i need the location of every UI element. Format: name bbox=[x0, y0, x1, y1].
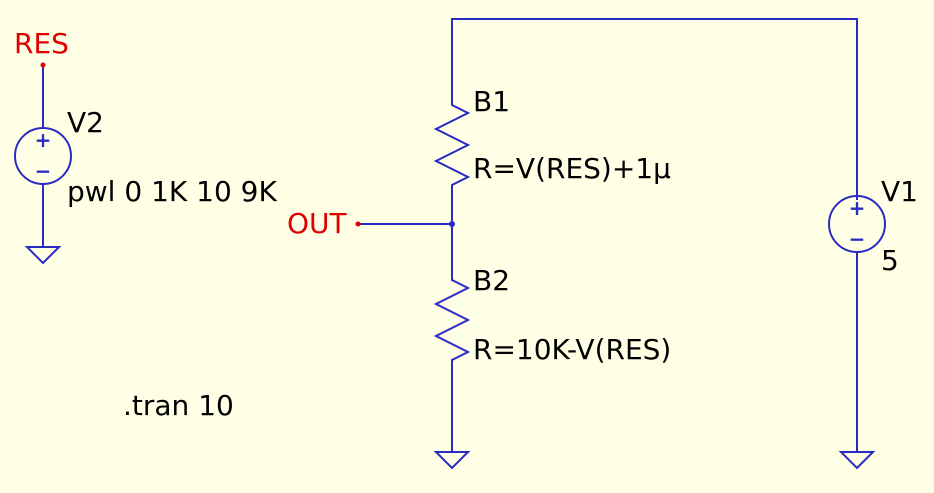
v2-minus-sign: − bbox=[35, 159, 52, 183]
net-flag-out-dot bbox=[355, 221, 361, 227]
v2-plus-sign: + bbox=[35, 128, 52, 152]
net-label-res[interactable]: RES bbox=[14, 27, 69, 60]
v1-name-label[interactable]: V1 bbox=[881, 175, 918, 208]
v2-name-label[interactable]: V2 bbox=[67, 106, 104, 139]
v1-plus-sign: + bbox=[849, 196, 866, 220]
v1-minus-sign: − bbox=[849, 227, 866, 251]
ground-symbol-v2[interactable] bbox=[24, 246, 62, 265]
v1-value-label[interactable]: 5 bbox=[881, 244, 899, 277]
junction-dot bbox=[449, 221, 455, 227]
b1-value-label[interactable]: R=V(RES)+1µ bbox=[473, 152, 671, 185]
b1-name-label[interactable]: B1 bbox=[473, 85, 511, 118]
v2-value-label[interactable]: pwl 0 1K 10 9K bbox=[67, 175, 277, 208]
b2-value-label[interactable]: R=10K-V(RES) bbox=[473, 333, 672, 366]
net-label-out[interactable]: OUT bbox=[287, 207, 347, 240]
b2-name-label[interactable]: B2 bbox=[473, 264, 511, 297]
ground-symbol-b2[interactable] bbox=[433, 451, 471, 470]
ground-symbol-v1[interactable] bbox=[838, 451, 876, 470]
net-flag-res-dot bbox=[40, 62, 46, 68]
resistor-b2-symbol[interactable] bbox=[433, 272, 471, 368]
tran-directive[interactable]: .tran 10 bbox=[123, 389, 234, 422]
wire-top-rail[interactable] bbox=[451, 18, 858, 200]
resistor-b1-symbol[interactable] bbox=[433, 97, 471, 193]
